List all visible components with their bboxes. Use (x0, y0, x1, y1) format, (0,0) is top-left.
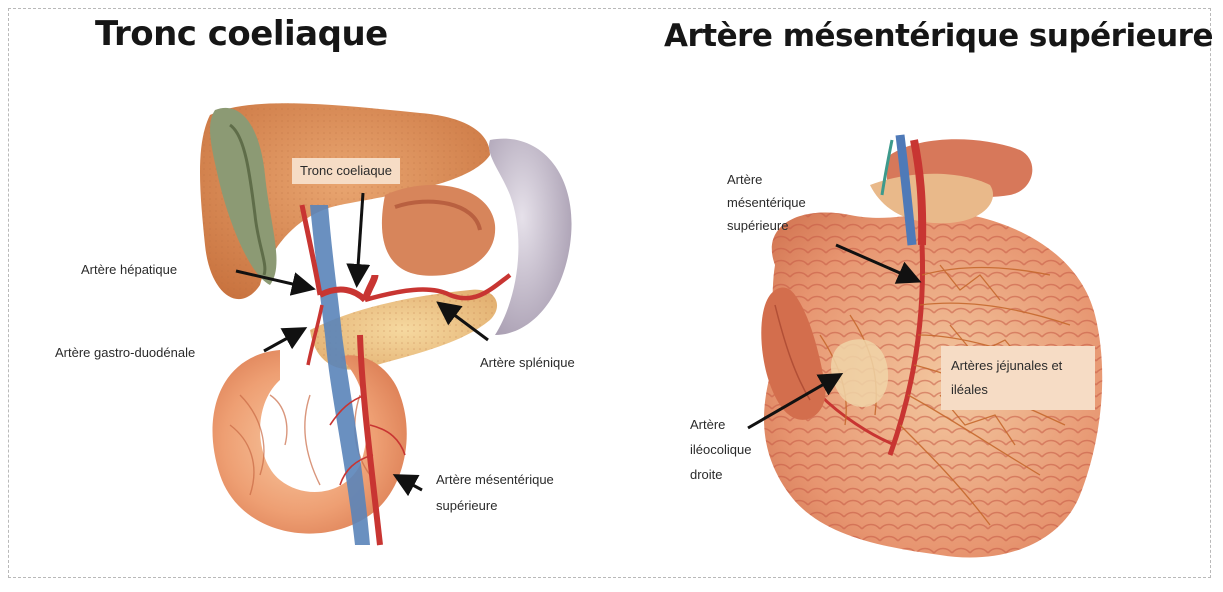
title-superior-mesenteric-artery: Artère mésentérique supérieure (664, 18, 1213, 54)
label-artere-mesenterique-line1: Artère mésentérique (436, 470, 554, 490)
label-artere-gastro-duodenale: Artère gastro-duodénale (55, 343, 195, 363)
label-ileo-line1: Artère (690, 415, 725, 435)
celiac-illustration (190, 95, 630, 555)
label-ileo-line2: iléocolique (690, 440, 751, 460)
label-artere-hepatique: Artère hépatique (81, 260, 177, 280)
mesenteric-illustration (700, 115, 1140, 575)
celiac-illustration-drawing (190, 95, 630, 555)
label-ileo-line3: droite (690, 465, 723, 485)
label-artere-mesenterique-line2: supérieure (436, 496, 497, 516)
label-artere-splenique: Artère splénique (480, 353, 575, 373)
label-tronc-coeliaque: Tronc coeliaque (292, 158, 400, 184)
label-jejunales-line2: iléales (951, 380, 988, 400)
mesenteric-illustration-drawing (700, 115, 1140, 575)
title-celiac-trunk: Tronc coeliaque (95, 14, 388, 54)
label-box-jejunales: Artères jéjunales et iléales (941, 346, 1095, 410)
label-jejunales-line1: Artères jéjunales et (951, 356, 1062, 376)
label-ams-line1: Artère (727, 170, 762, 190)
label-ams-line2: mésentérique (727, 193, 806, 213)
label-ams-line3: supérieure (727, 216, 788, 236)
